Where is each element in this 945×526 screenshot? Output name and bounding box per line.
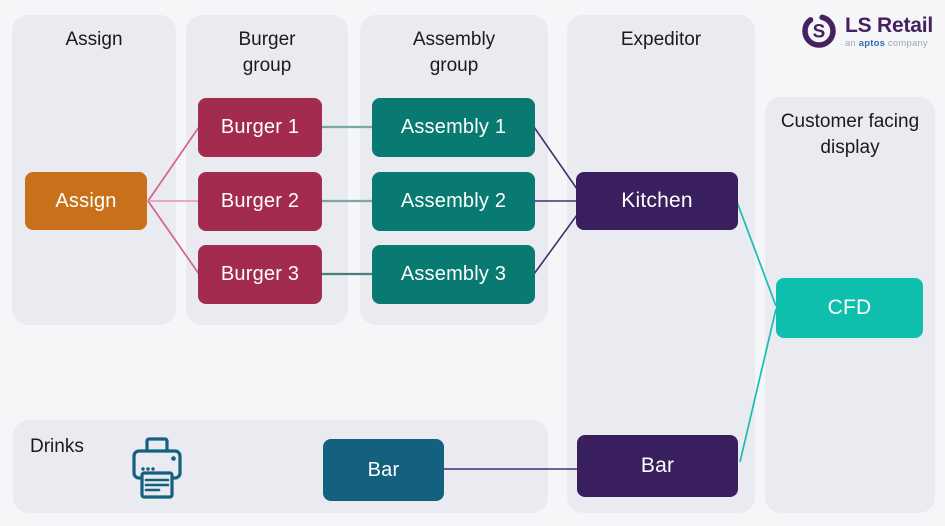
node-kitchen: Kitchen	[576, 172, 738, 230]
panel-expeditor: Expeditor	[567, 15, 755, 513]
node-assign: Assign	[25, 172, 147, 230]
panel-burger-group-title: Burger group	[238, 29, 296, 76]
panel-assign: Assign	[12, 15, 176, 325]
node-burger-2-label: Burger 2	[220, 190, 300, 212]
node-cfd: CFD	[776, 278, 923, 338]
panel-assign-title: Assign	[65, 29, 123, 50]
panel-expeditor-title: Expeditor	[620, 29, 702, 50]
panel-assembly-group-title: Assembly group	[412, 29, 496, 76]
panel-drinks: Drinks	[13, 420, 548, 513]
node-assembly-3: Assembly 3	[372, 245, 535, 304]
edge-assign-burger1	[147, 126, 200, 202]
ls-retail-logo: S LS Retail an aptos company	[800, 12, 933, 50]
edge-bar-cfd	[739, 308, 777, 463]
node-assembly-1: Assembly 1	[372, 98, 535, 157]
node-cfd-label: CFD	[827, 296, 872, 319]
panel-drinks-title: Drinks	[30, 436, 84, 457]
node-assign-label: Assign	[55, 189, 117, 212]
edge-assembly3-kitchen	[533, 214, 578, 275]
node-assembly-3-label: Assembly 3	[400, 263, 507, 285]
panel-customer-facing-display-title: Customer facing display	[780, 111, 920, 158]
logo-letter: S	[813, 22, 826, 43]
node-burger-2: Burger 2	[198, 172, 322, 231]
node-bar-drinks: Bar	[323, 439, 444, 501]
node-kitchen-label: Kitchen	[621, 189, 693, 212]
node-bar-expeditor-label: Bar	[640, 454, 675, 477]
node-assembly-2-label: Assembly 2	[400, 190, 507, 212]
node-bar-drinks-label: Bar	[367, 458, 400, 481]
edge-kitchen-cfd	[736, 201, 777, 307]
edge-assembly1-kitchen	[533, 126, 578, 190]
logo-subtitle: an aptos company	[845, 38, 933, 49]
ls-retail-logo-icon: S	[802, 14, 836, 48]
node-assembly-2: Assembly 2	[372, 172, 535, 231]
node-burger-1: Burger 1	[198, 98, 322, 157]
logo-text: LS Retail an aptos company	[845, 15, 933, 49]
node-burger-3: Burger 3	[198, 245, 322, 304]
printer-icon	[132, 437, 182, 499]
logo-sub-suffix: company	[885, 38, 928, 49]
edge-assign-burger3	[147, 200, 200, 275]
node-bar-expeditor: Bar	[577, 435, 738, 497]
node-burger-3-label: Burger 3	[220, 263, 300, 285]
logo-brand: LS Retail	[844, 14, 933, 37]
logo-sub-prefix: an	[844, 38, 859, 49]
node-assembly-1-label: Assembly 1	[400, 116, 507, 138]
node-burger-1-label: Burger 1	[220, 116, 300, 138]
logo-sub-brand: aptos	[858, 38, 886, 49]
